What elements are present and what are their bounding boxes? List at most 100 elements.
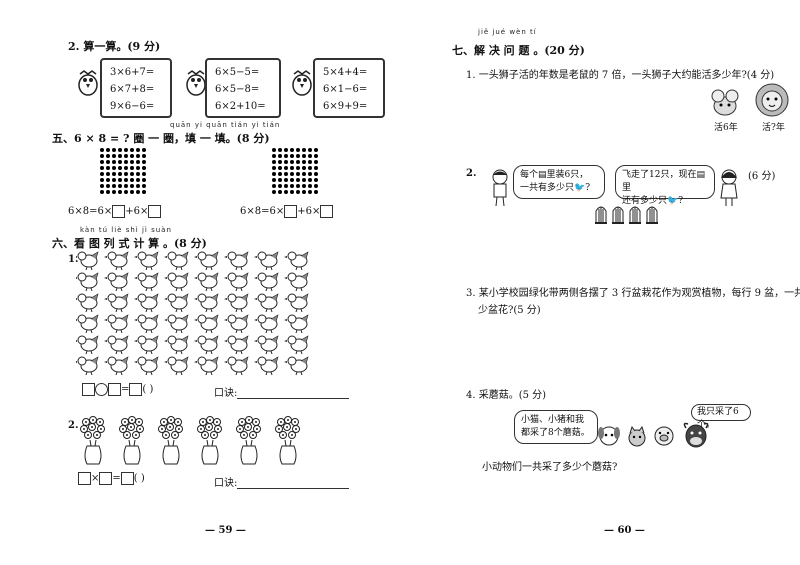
bird-icon	[254, 251, 279, 271]
bird-icon	[224, 251, 249, 271]
flower-vase-icon	[80, 416, 105, 465]
bird-icon	[78, 70, 98, 96]
dot	[308, 166, 312, 170]
answer-box[interactable]	[82, 383, 95, 396]
equation: 6×1−6=	[323, 84, 368, 95]
koujue-input[interactable]	[237, 398, 350, 399]
mouse-label: 活6年	[714, 123, 738, 133]
dot	[278, 160, 282, 164]
dot	[290, 184, 294, 188]
equation-frame-1: 3×6+7= 6×7+8= 9×6−6=	[100, 58, 172, 118]
flower-vase-icon	[236, 416, 261, 465]
dot	[112, 184, 116, 188]
q1-answer-row: =( )	[82, 383, 153, 396]
bird-icon	[164, 314, 189, 334]
answer-box[interactable]	[99, 472, 113, 485]
dot-array-1	[100, 148, 146, 194]
dot	[130, 184, 134, 188]
dot	[118, 160, 122, 164]
answer-box[interactable]	[129, 383, 143, 396]
bird-icon	[104, 251, 129, 271]
q3-text-line1: 3. 某小学校园绿化带两侧各摆了 3 行盆栽花作为观赏植物，每行 9 盆，一共有…	[466, 288, 800, 299]
dot	[272, 178, 276, 182]
operator-circle[interactable]	[95, 383, 108, 396]
bird-icon	[224, 356, 249, 376]
section-7-pinyin: jiě jué wèn tí	[478, 28, 537, 36]
bubble-text: 都采了8个蘑菇。	[521, 428, 590, 438]
answer-box[interactable]	[320, 205, 334, 218]
dot	[130, 172, 134, 176]
q2-score: (6 分)	[748, 171, 776, 182]
dot	[118, 166, 122, 170]
dot	[136, 172, 140, 176]
dot	[136, 178, 140, 182]
dot	[136, 148, 140, 152]
birdcage-icon	[646, 206, 658, 224]
koujue-input[interactable]	[237, 488, 350, 489]
answer-box[interactable]	[78, 472, 91, 485]
bird-icon	[254, 293, 279, 313]
dot	[106, 184, 110, 188]
lion-label: 活?年	[762, 123, 785, 133]
dot	[118, 190, 122, 194]
dot	[302, 166, 306, 170]
q4-title: 4. 采蘑菇。(5 分)	[466, 390, 547, 401]
dot	[106, 178, 110, 182]
eq-text: ×	[91, 473, 100, 484]
page-number-left: — 59 —	[205, 525, 246, 536]
bird-icon	[164, 293, 189, 313]
dot	[308, 148, 312, 152]
bird-icon	[194, 293, 219, 313]
dot	[112, 172, 116, 176]
equation: 3×6+7=	[110, 67, 155, 78]
bird-icon: 🐦	[574, 183, 586, 193]
dot	[302, 178, 306, 182]
q4-question: 小动物们一共采了多少个蘑菇?	[482, 462, 618, 473]
section-7-title: 七、解 决 问 题 。(20 分)	[452, 44, 585, 57]
bubble-text: 每个	[520, 170, 539, 180]
dot	[290, 172, 294, 176]
dot	[124, 178, 128, 182]
bird-icon	[194, 251, 219, 271]
bird-icon	[134, 251, 159, 271]
bird-icon: 🐦	[667, 196, 679, 206]
dot	[308, 160, 312, 164]
page-number-right: — 60 —	[604, 525, 645, 536]
bird-icon	[292, 70, 312, 96]
dot	[106, 160, 110, 164]
dot	[314, 172, 318, 176]
dot	[302, 190, 306, 194]
dot	[136, 160, 140, 164]
dot	[130, 160, 134, 164]
bird-icon	[224, 293, 249, 313]
bubble-text: ?	[678, 196, 684, 206]
dot	[106, 154, 110, 158]
dot	[124, 172, 128, 176]
answer-box[interactable]	[120, 472, 134, 485]
dot	[272, 184, 276, 188]
answer-box[interactable]	[148, 205, 162, 218]
dot	[278, 166, 282, 170]
dot	[302, 154, 306, 158]
dot	[314, 160, 318, 164]
flower-vase-icon	[119, 416, 144, 465]
answer-box[interactable]	[284, 205, 298, 218]
equation: 6×2+10=	[215, 101, 266, 112]
dot	[284, 190, 288, 194]
dot	[124, 166, 128, 170]
eq-text: 6×8=6×	[240, 206, 285, 217]
equation: 6×9+9=	[323, 101, 368, 112]
dot	[290, 154, 294, 158]
dot	[302, 184, 306, 188]
dot	[118, 148, 122, 152]
bird-icon	[194, 314, 219, 334]
dot	[302, 148, 306, 152]
answer-box[interactable]	[112, 205, 126, 218]
bird-icon	[194, 335, 219, 355]
dot	[124, 154, 128, 158]
dot	[272, 190, 276, 194]
answer-box[interactable]	[108, 383, 121, 396]
q2-number: 2.	[466, 168, 477, 179]
dot	[100, 154, 104, 158]
bird-icon	[284, 356, 309, 376]
